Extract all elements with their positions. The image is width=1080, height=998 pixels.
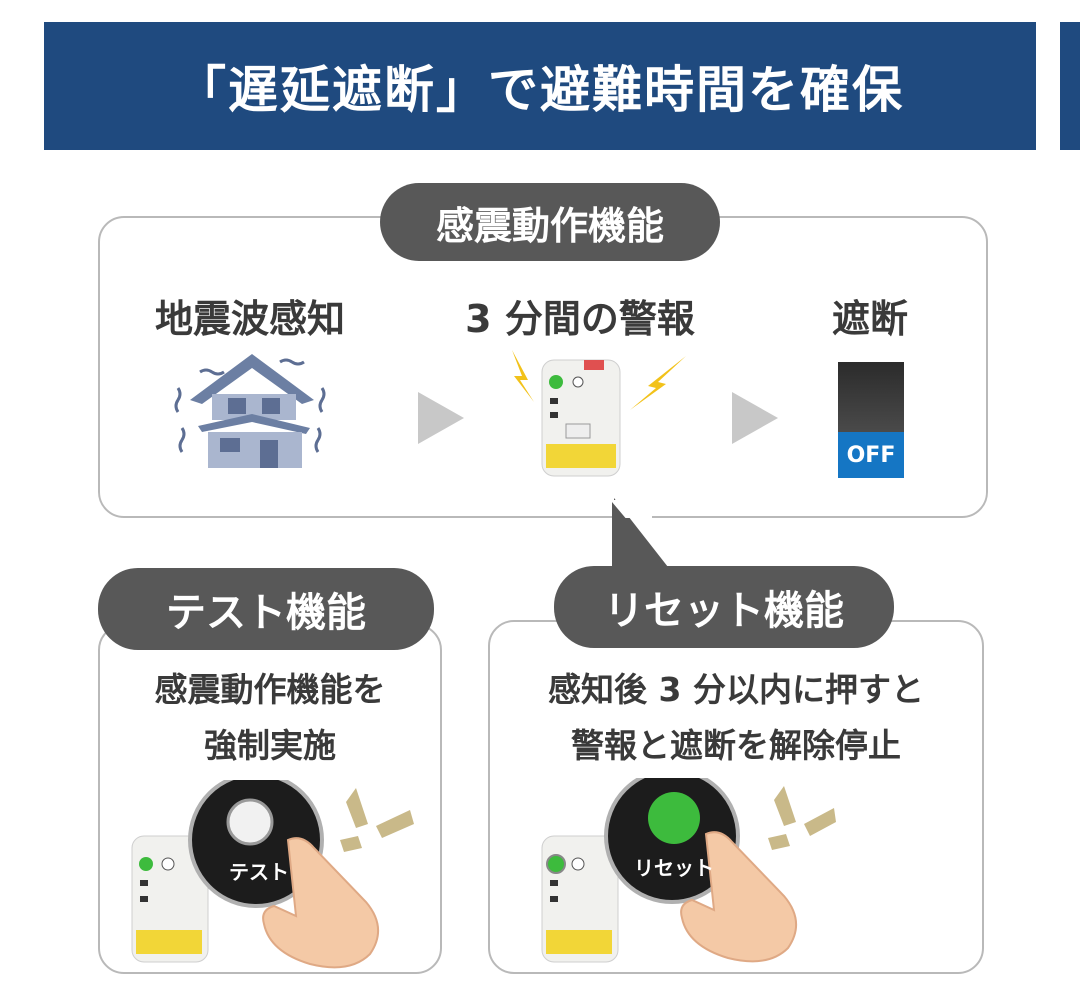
reset-description-line1: 感知後 3 分以内に押すと — [548, 670, 924, 709]
alarm-device-icon — [512, 350, 686, 477]
title-banner: 「遅延遮断」で避難時間を確保 — [44, 22, 1036, 150]
breaker-off-label: OFF — [846, 442, 896, 468]
breaker-off-plate: OFF — [838, 432, 904, 478]
arrow-right-icon — [418, 392, 464, 444]
shaking-house-icon — [174, 354, 326, 468]
reset-description: 感知後 3 分以内に押すと 警報と遮断を解除停止 — [490, 662, 982, 774]
breaker-off-icon: OFF — [838, 362, 904, 478]
reset-button-label: リセット — [634, 856, 714, 880]
test-button-label: テスト — [229, 860, 289, 884]
seismic-heading: 感震動作機能 — [435, 203, 664, 248]
breaker-handle — [838, 362, 904, 432]
test-device-illustration — [131, 780, 414, 969]
test-heading: テスト機能 — [166, 590, 366, 636]
seismic-heading-pill: 感震動作機能 — [380, 183, 720, 261]
reset-device-illustration — [541, 778, 836, 963]
next-banner-edge — [1060, 22, 1080, 150]
step-label-alarm: 3 分間の警報 — [465, 297, 695, 341]
test-description-line2: 強制実施 — [204, 726, 336, 765]
test-description: 感震動作機能を 強制実施 — [100, 662, 440, 774]
panel-border-patch — [612, 500, 652, 518]
reset-description-line2: 警報と遮断を解除停止 — [571, 726, 901, 765]
test-description-line1: 感震動作機能を — [154, 670, 386, 709]
arrow-right-icon — [732, 392, 778, 444]
test-heading-pill: テスト機能 — [98, 568, 434, 650]
reset-heading: リセット機能 — [604, 588, 844, 634]
reset-heading-pill: リセット機能 — [554, 566, 894, 648]
step-label-cutoff: 遮断 — [831, 297, 908, 341]
page-title: 「遅延遮断」で避難時間を確保 — [176, 61, 904, 119]
step-label-detect: 地震波感知 — [154, 297, 345, 341]
